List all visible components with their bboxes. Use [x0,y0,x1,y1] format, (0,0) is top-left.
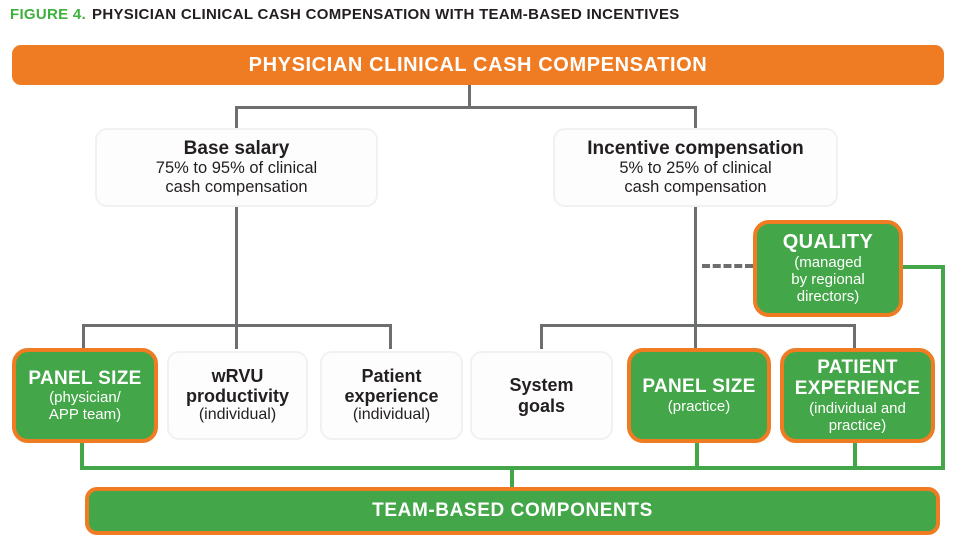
connector-to-panel-size-team [82,324,85,349]
base-salary-title: Base salary [183,137,290,159]
panel-size-team-title: PANEL SIZE [28,367,142,389]
panel-size-practice-title: PANEL SIZE [642,376,756,398]
connector-root-vertical [468,85,471,109]
incentive-compensation-title: Incentive compensation [587,137,804,159]
figure-title: FIGURE 4. PHYSICIAN CLINICAL CASH COMPENS… [10,6,680,23]
node-panel-size-practice: PANEL SIZE (practice) [627,348,771,443]
node-panel-size-team: PANEL SIZE (physician/ APP team) [12,348,158,443]
connector-base-children-horizontal [82,324,392,327]
node-base-salary: Base salary 75% to 95% of clinical cash … [95,128,378,207]
root-banner: PHYSICIAN CLINICAL CASH COMPENSATION [12,45,944,85]
team-based-components-banner: TEAM-BASED COMPONENTS [85,487,940,535]
connector-incentive-down [694,205,697,349]
connector-root-split-horizontal [235,106,697,109]
connector-to-base-salary [235,106,238,129]
figure-number-label: FIGURE 4. [10,6,87,23]
green-connector-main-horizontal [80,466,945,470]
green-connector-panel-size-practice-down [695,442,699,468]
green-connector-footer-stub [510,469,514,488]
panel-size-practice-subtitle: (practice) [667,397,731,415]
connector-base-salary-down [235,205,238,349]
incentive-compensation-subtitle: 5% to 25% of clinical cash compensation [619,159,772,197]
connector-to-incentive [694,106,697,129]
connector-incentive-children-horizontal [540,324,856,327]
node-quality: QUALITY (managed by regional directors) [753,220,903,317]
connector-to-patient-experience-team [853,324,856,349]
patient-experience-individual-subtitle: (individual) [352,406,431,424]
system-goals-title: System goals [509,375,574,416]
green-connector-panel-size-team-down [80,442,84,468]
node-system-goals: System goals [470,351,613,440]
connector-to-system-goals [540,324,543,349]
base-salary-subtitle: 75% to 95% of clinical cash compensation [155,159,318,197]
figure-title-text: PHYSICIAN CLINICAL CASH COMPENSATION WIT… [92,6,680,23]
connector-to-patient-experience-individual [389,324,392,349]
wrvu-productivity-title: wRVU productivity [185,366,289,407]
team-based-components-label: TEAM-BASED COMPONENTS [372,500,653,521]
panel-size-team-subtitle: (physician/ APP team) [48,388,122,424]
quality-title: QUALITY [782,231,874,254]
node-incentive-compensation: Incentive compensation 5% to 25% of clin… [553,128,838,207]
connector-dashed-quality [702,264,753,268]
wrvu-productivity-subtitle: (individual) [198,406,277,424]
green-connector-patient-experience-down [853,442,857,468]
green-connector-quality-right [900,265,945,269]
quality-subtitle: (managed by regional directors) [791,253,865,306]
node-wrvu-productivity: wRVU productivity (individual) [167,351,308,440]
root-banner-label: PHYSICIAN CLINICAL CASH COMPENSATION [248,53,708,76]
patient-experience-individual-title: Patient experience [344,366,439,407]
patient-experience-team-title: PATIENT EXPERIENCE [794,356,921,400]
green-connector-right-vertical [941,265,945,470]
node-patient-experience-individual: Patient experience (individual) [320,351,463,440]
patient-experience-team-subtitle: (individual and practice) [809,399,906,434]
node-patient-experience-team: PATIENT EXPERIENCE (individual and pract… [780,348,935,443]
